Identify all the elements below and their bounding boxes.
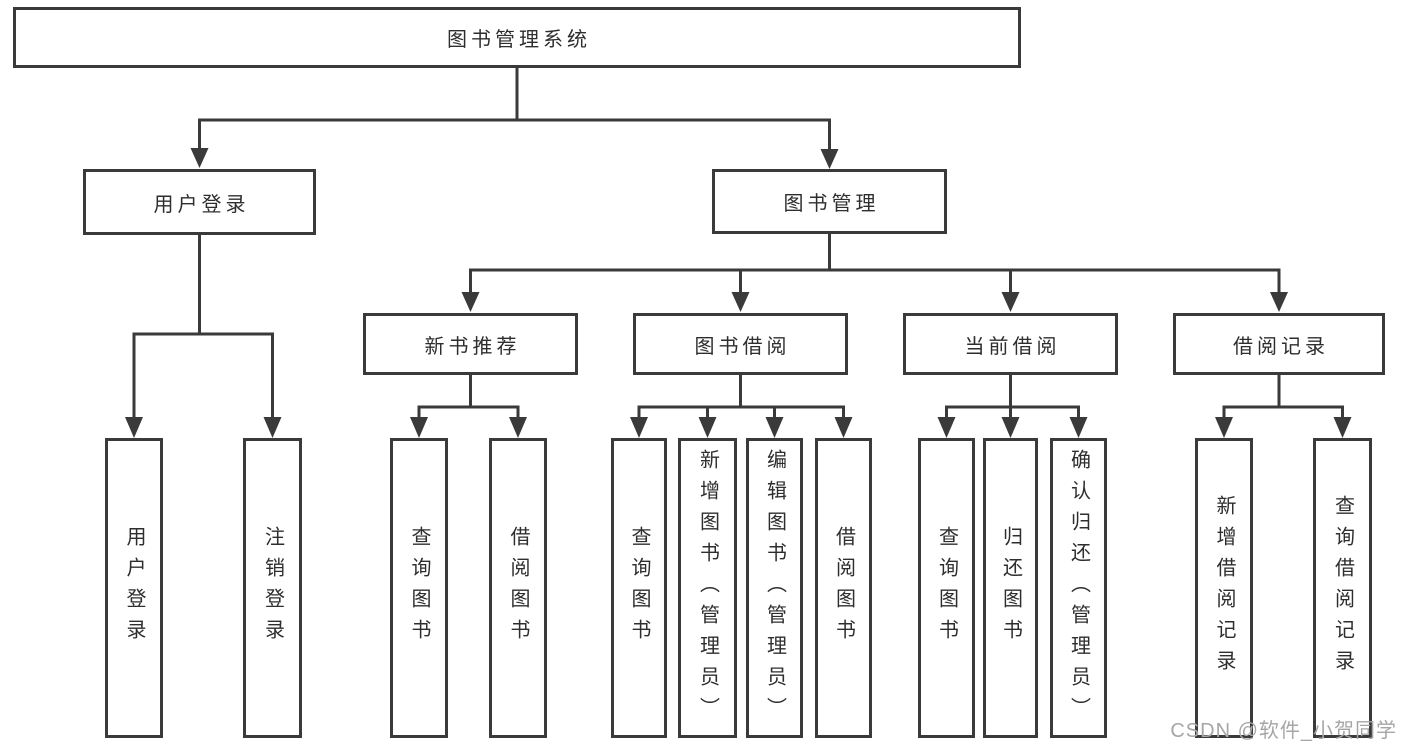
leaf-query-books-current: 查询图书 xyxy=(918,438,975,738)
leaf-query-borrow-record: 查询借阅记录 xyxy=(1313,438,1372,738)
node-new-book-recommend: 新书推荐 xyxy=(363,313,578,375)
node-book-management: 图书管理 xyxy=(712,169,947,234)
leaf-confirm-return-admin: 确认归还（管理员） xyxy=(1050,438,1107,738)
node-current-borrow: 当前借阅 xyxy=(903,313,1118,375)
leaf-add-borrow-record: 新增借阅记录 xyxy=(1195,438,1253,738)
leaf-query-books-recommend: 查询图书 xyxy=(390,438,448,738)
leaf-borrow-books-recommend: 借阅图书 xyxy=(489,438,547,738)
arrowheads xyxy=(125,148,1352,438)
leaf-borrow-books: 借阅图书 xyxy=(815,438,872,738)
node-book-borrow: 图书借阅 xyxy=(633,313,848,375)
node-root: 图书管理系统 xyxy=(13,7,1021,68)
leaf-edit-book-admin: 编辑图书（管理员） xyxy=(746,438,803,738)
leaf-query-books-borrow: 查询图书 xyxy=(611,438,667,738)
leaf-return-book: 归还图书 xyxy=(983,438,1038,738)
leaf-add-book-admin: 新增图书（管理员） xyxy=(678,438,737,738)
node-borrow-records: 借阅记录 xyxy=(1173,313,1385,375)
node-user-login: 用户登录 xyxy=(83,169,316,235)
connector-strokes xyxy=(132,68,1344,418)
csdn-watermark: CSDN @软件_小贺同学 xyxy=(1170,720,1397,742)
leaf-user-login: 用户登录 xyxy=(105,438,163,738)
leaf-logout: 注销登录 xyxy=(243,438,302,738)
